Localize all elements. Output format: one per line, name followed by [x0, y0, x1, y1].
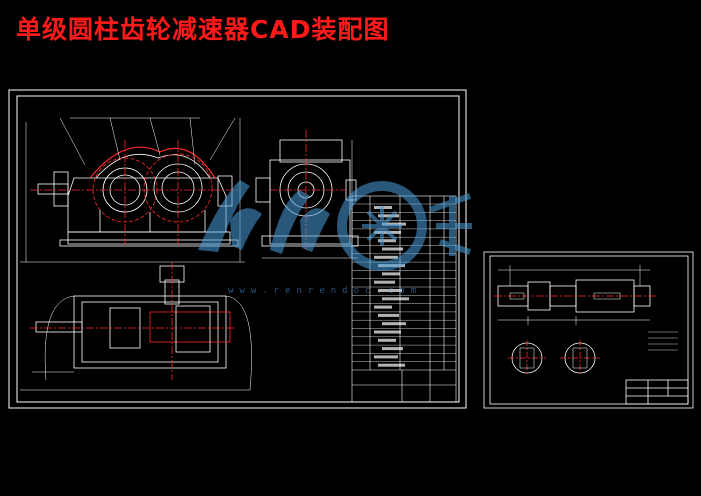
parts-list-cell-text	[382, 347, 403, 351]
parts-list-cell-text	[382, 297, 409, 301]
parts-list-cell-text	[374, 255, 398, 259]
parts-list-cell-text	[378, 214, 399, 218]
shaft-sheet-outer-border	[483, 251, 694, 409]
parts-list-cell-text	[374, 355, 398, 359]
top-input-shaft	[35, 321, 83, 333]
parts-list-cell-text	[382, 322, 406, 326]
parts-list-cell-text	[378, 313, 399, 317]
cover-outline	[89, 146, 216, 179]
parts-list-cell-text	[382, 247, 403, 251]
parts-list-cell-text	[374, 280, 395, 284]
parts-list-cell-text	[382, 272, 400, 276]
parts-list-cell-text	[378, 289, 402, 292]
input-shaft	[37, 183, 69, 195]
front-view	[20, 117, 245, 263]
shaft-title-block	[625, 379, 689, 405]
parts-list-cell-text	[378, 239, 396, 243]
shaft-sheet	[483, 251, 694, 409]
parts-list-cell-text	[378, 363, 405, 367]
parts-list-cell-text	[374, 330, 401, 334]
parts-list-cell-text	[374, 305, 392, 309]
shaft-sheet-inner-border	[489, 255, 689, 405]
page-title: 单级圆柱齿轮减速器CAD装配图	[16, 15, 390, 44]
watermark-url: www.renrendoc.com	[228, 286, 423, 296]
parts-list-cell-text	[378, 338, 396, 342]
people-logo-watermark	[198, 180, 472, 271]
top-view	[20, 262, 252, 391]
